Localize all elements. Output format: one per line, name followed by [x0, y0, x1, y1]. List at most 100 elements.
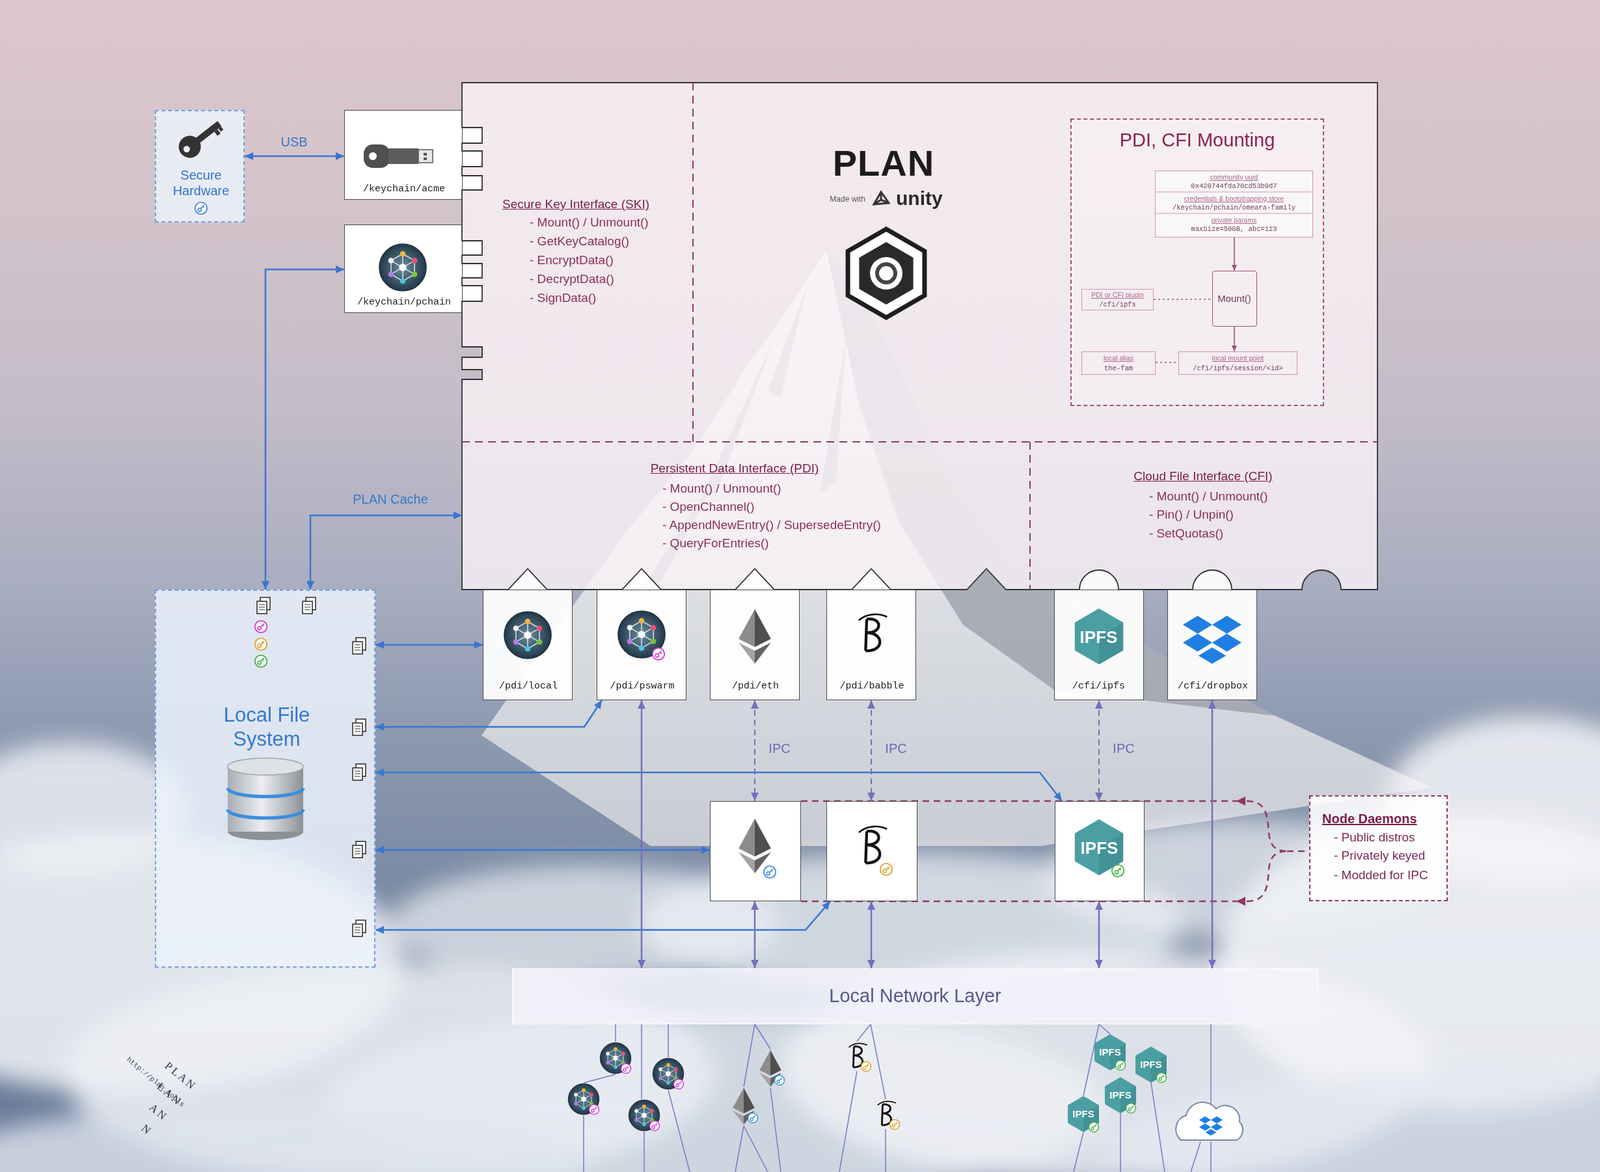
storage-plugin: /cfi/dropbox [1167, 589, 1258, 701]
bracket-arrowhead [1236, 796, 1246, 906]
box-fill [709, 800, 801, 902]
key-badge [1126, 1103, 1137, 1114]
connector [244, 155, 345, 158]
connector [1211, 700, 1214, 969]
logo-text: IPFS [1054, 627, 1143, 648]
network-icon [652, 1057, 684, 1090]
box-fill [154, 589, 376, 968]
storage-plugin: /pdi/local [482, 589, 573, 701]
plugin-icon [379, 244, 427, 291]
connector [1233, 237, 1235, 271]
path-label: /keychain/acme [344, 183, 464, 196]
function-label: Mount() [1212, 292, 1256, 305]
storage-plugin: /pdi/eth [709, 589, 800, 701]
key-badge [774, 1075, 785, 1086]
path-label: /pdi/local [483, 680, 574, 693]
box-fill [512, 968, 1319, 1025]
usb-key-icon [423, 152, 427, 156]
section-heading: Secure Key Interface (SKI) [502, 197, 688, 213]
network-line [839, 1024, 886, 1172]
daemon-bracket [800, 800, 1308, 902]
usb-key-icon [423, 157, 427, 161]
key-badge [890, 1119, 900, 1130]
method-item: - DecryptData() [529, 271, 686, 287]
daemon-bracket [800, 800, 1238, 902]
plan-logo [875, 262, 898, 285]
network-icon [1094, 1033, 1126, 1070]
unity-logo [873, 191, 889, 205]
unity-logo [873, 191, 889, 205]
usb-key-icon [388, 148, 419, 164]
key-badge [195, 202, 207, 215]
box-fill [826, 800, 918, 902]
network-icon [568, 1033, 1243, 1140]
usb-key-icon [363, 144, 433, 168]
network-icon [1067, 1095, 1099, 1132]
logo-text: IPFS [1055, 838, 1144, 859]
box-fill [482, 589, 573, 701]
watermark: N [138, 1121, 198, 1172]
field-label: local mount point [1179, 353, 1297, 363]
field-label: credentials & bootstrapping store [1155, 194, 1313, 204]
file-icon [352, 920, 366, 937]
method-item: - OpenChannel() [662, 499, 1001, 515]
method-item: - Mount() / Unmount() [662, 481, 1001, 497]
connector [754, 700, 756, 801]
plugin-box: PDI or CFI plugin/cfi/ipfs [1081, 288, 1154, 311]
key-icon [182, 144, 192, 154]
network-line [1190, 1024, 1211, 1172]
connector [1233, 326, 1235, 352]
field-value: /cfi/ipfs [1082, 300, 1153, 310]
network-line [1073, 1024, 1165, 1172]
method-item: - AppendNewEntry() / SupersedeEntry() [662, 517, 1001, 533]
box-fill [154, 82, 1448, 1025]
method-item: - Pin() / Unpin() [1149, 507, 1364, 523]
key-badge [674, 1079, 684, 1090]
key-badge [195, 202, 1167, 1133]
key-icon [174, 114, 227, 163]
box-fill [461, 263, 483, 278]
connector [870, 901, 873, 969]
connector [265, 269, 345, 590]
storage-plugin: /pdi/pswarm [596, 589, 687, 701]
function-box: Mount() [1212, 270, 1258, 327]
method-item: - SetQuotas() [1149, 526, 1364, 542]
box-fill [344, 224, 463, 313]
key-badge [1156, 1072, 1167, 1083]
field-label: PDI or CFI plugin [1082, 290, 1153, 300]
field-label: private params [1155, 216, 1313, 225]
key-icon [195, 121, 222, 144]
box-fill [709, 589, 800, 701]
path-label: /keychain/pchain [344, 296, 464, 309]
plugin-icon [738, 818, 772, 874]
network-icon [1104, 1076, 1137, 1113]
storage-plugin: IPFS/cfi/ipfs [1054, 589, 1144, 701]
connector [754, 901, 757, 969]
network-icon [568, 1083, 600, 1115]
network-icon [628, 1099, 660, 1131]
connector [1153, 298, 1213, 300]
key-badge [1115, 1060, 1126, 1071]
box-fill [344, 109, 463, 200]
plugin-icon [858, 614, 887, 651]
app-title: PLAN [818, 141, 949, 185]
section-heading: Cloud File Interface (CFI) [1059, 469, 1347, 485]
interface-section: Cloud File Interface (CFI)- Mount() / Un… [1030, 441, 1378, 590]
clouds [1106, 1073, 1600, 1172]
plugin-icon [858, 826, 887, 863]
band-label: Local Network Layer [512, 984, 1318, 1008]
box-fill [1309, 795, 1448, 902]
method-item: - EncryptData() [529, 253, 686, 269]
key-badge [652, 648, 665, 660]
key-badge [1089, 1122, 1099, 1133]
key-badge [255, 638, 267, 651]
keychain-plugin: /keychain/acme [344, 109, 463, 200]
app-frame: PLANMade withunitySecure Key Interface (… [461, 82, 1378, 590]
connector [870, 700, 872, 801]
connector [375, 849, 710, 852]
storage-plugin: /pdi/babble [826, 589, 917, 701]
box-fill [826, 589, 917, 701]
mount-point-box: local mount point/cfi/ipfs/session/<id> [1178, 351, 1298, 375]
icon-label: IPFS [1069, 1108, 1098, 1120]
